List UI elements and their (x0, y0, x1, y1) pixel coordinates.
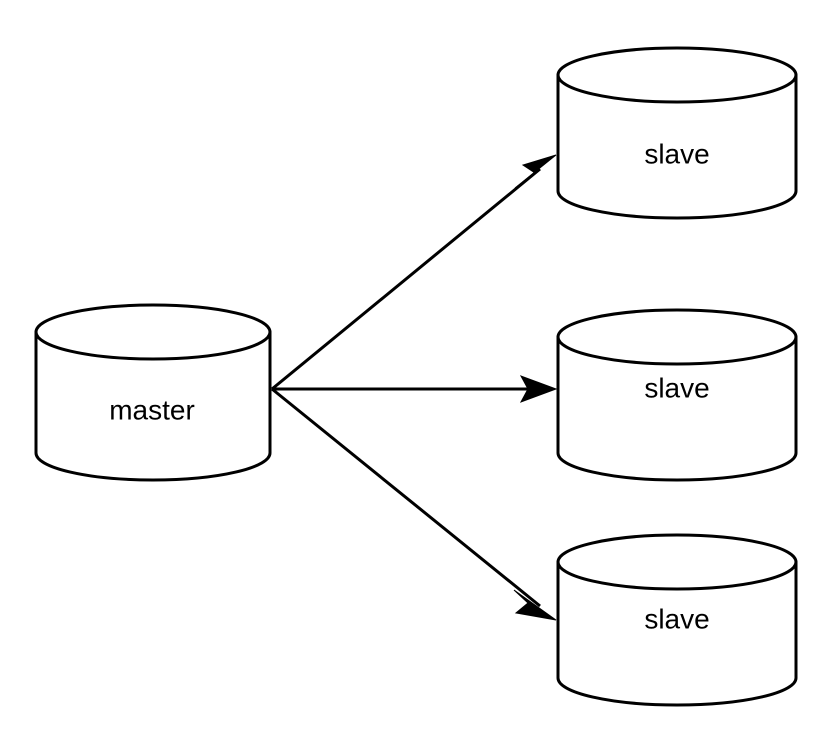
edge-master-to-slave-2[interactable] (272, 375, 558, 403)
arrowhead-icon-master-to-slave-1 (514, 154, 557, 189)
master-label: master (109, 394, 195, 425)
node-slave-1[interactable]: slave (556, 46, 798, 220)
slave-2-cylinder-top (556, 308, 798, 366)
node-master[interactable]: master (34, 303, 272, 482)
master-cylinder-body (34, 330, 272, 482)
edge-line-master-to-slave-1 (271, 167, 541, 391)
slave-3-cylinder-body (556, 560, 798, 707)
slave-2-label: slave (644, 372, 709, 403)
slave-3-cylinder-top (556, 533, 798, 591)
master-cylinder-top (34, 303, 272, 361)
slave-1-cylinder-body (556, 73, 798, 220)
edge-master-to-slave-3[interactable] (271, 387, 557, 621)
edge-group (271, 154, 558, 621)
slave-1-cylinder-top (556, 46, 798, 104)
arrowhead-icon-master-to-slave-2 (519, 375, 558, 403)
slave-2-cylinder-body (556, 335, 798, 482)
arrowhead-icon-master-to-slave-3 (513, 589, 557, 621)
edge-line-master-to-slave-3 (271, 387, 541, 608)
edge-master-to-slave-1[interactable] (271, 154, 557, 391)
node-slave-2[interactable]: slave (556, 308, 798, 482)
slave-3-label: slave (644, 603, 709, 634)
node-slave-3[interactable]: slave (556, 533, 798, 707)
slave-1-label: slave (644, 138, 709, 169)
